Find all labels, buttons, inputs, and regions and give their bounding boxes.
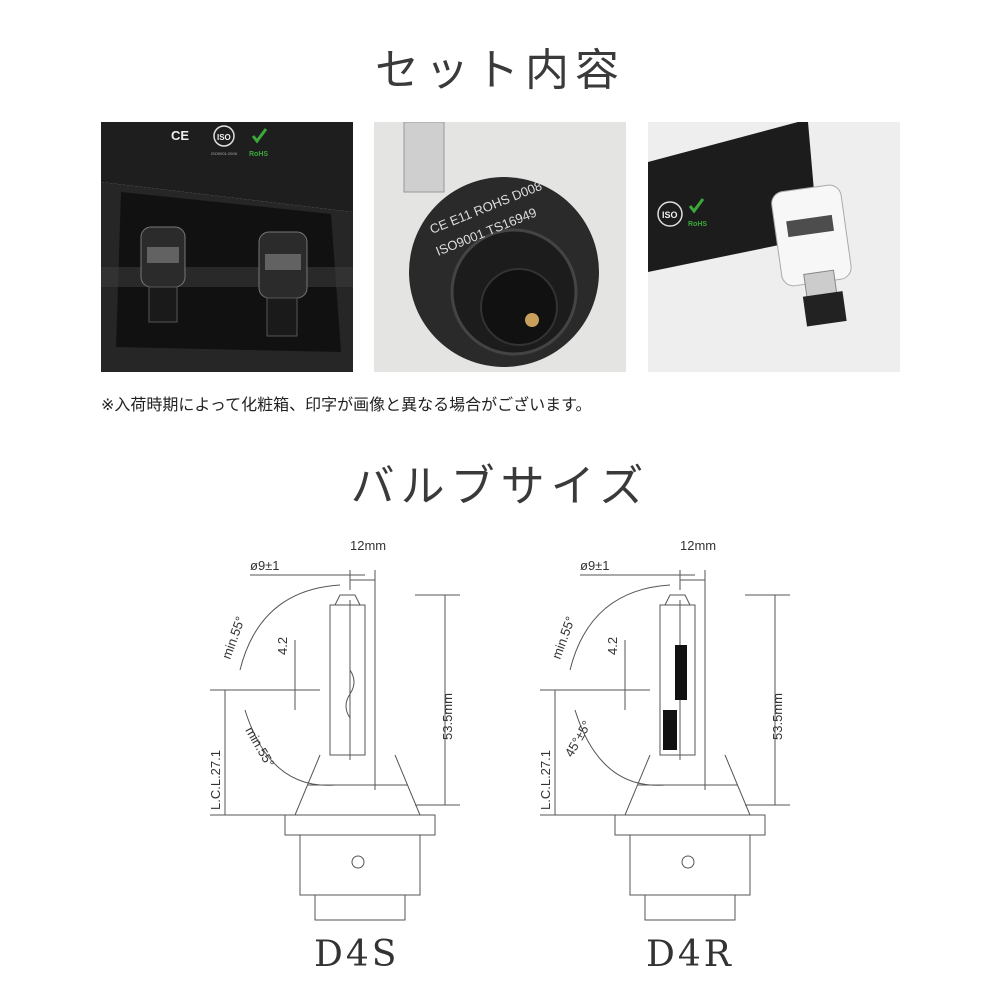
- d4s-lcl-label: L.C.L.27.1: [208, 750, 223, 810]
- d4r-shield-stripe: [675, 645, 687, 700]
- iso-sub-text: ISO9001:2008: [211, 151, 238, 156]
- d4s-dimension-diagram: 12mm ø9±1 min.55° 4.2 L.C.L.27.1 min.55°…: [190, 530, 650, 950]
- iso-seal-icon: [657, 201, 683, 227]
- package-box-photo: CE ISO ISO9001:2008 RoHS: [101, 122, 353, 372]
- d4r-label: D4R: [646, 934, 734, 975]
- d4r-height-label: 53.5mm: [770, 693, 785, 740]
- ce-mark-text: CE: [171, 128, 189, 143]
- iso-mark-text: ISO: [217, 133, 231, 142]
- d4r-diameter-label: ø9±1: [580, 558, 610, 573]
- d4r-dimension-diagram: 12mm ø9±1 min.55° 4.2 L.C.L.27.1 45°±5° …: [520, 530, 980, 950]
- d4s-angle-top-label: min.55°: [219, 614, 248, 661]
- d4r-offset-label: 4.2: [605, 637, 620, 655]
- bulb-icon: [771, 184, 852, 327]
- d4s-label: D4S: [314, 934, 400, 975]
- iso-mark-text: ISO: [662, 210, 678, 220]
- bulb-and-box-photo: ISO RoHS: [648, 122, 900, 372]
- d4r-angle-bottom-label: 45°±5°: [562, 718, 595, 759]
- rohs-mark-text: RoHS: [688, 221, 707, 228]
- bulb-left-icon: [140, 226, 186, 323]
- d4r-lcl-label: L.C.L.27.1: [538, 750, 553, 810]
- bulb-size-title: バルブサイズ: [350, 461, 650, 512]
- d4s-offset-label: 4.2: [275, 637, 290, 655]
- d4s-width-label: 12mm: [350, 538, 386, 553]
- d4r-angle-top-label: min.55°: [549, 614, 578, 661]
- iso-seal-icon: [213, 125, 235, 147]
- bulb-right-icon: [258, 231, 308, 337]
- rohs-mark-text: RoHS: [249, 151, 268, 158]
- d4r-width-label: 12mm: [680, 538, 716, 553]
- rohs-check-icon: [251, 128, 268, 144]
- rohs-check-icon: [688, 198, 705, 214]
- packaging-note: ※入荷時期によって化粧箱、印字が画像と異なる場合がございます。: [101, 395, 592, 414]
- d4s-angle-bottom-label: min.55°: [242, 724, 277, 770]
- set-contents-title: セット内容: [375, 45, 625, 96]
- d4r-shield-lower: [663, 710, 677, 750]
- d4s-diameter-label: ø9±1: [250, 558, 280, 573]
- d4s-height-label: 53.5mm: [440, 693, 455, 740]
- bulb-base-closeup-photo: CE E11 ROHS D008 ISO9001 TS16949: [374, 122, 626, 372]
